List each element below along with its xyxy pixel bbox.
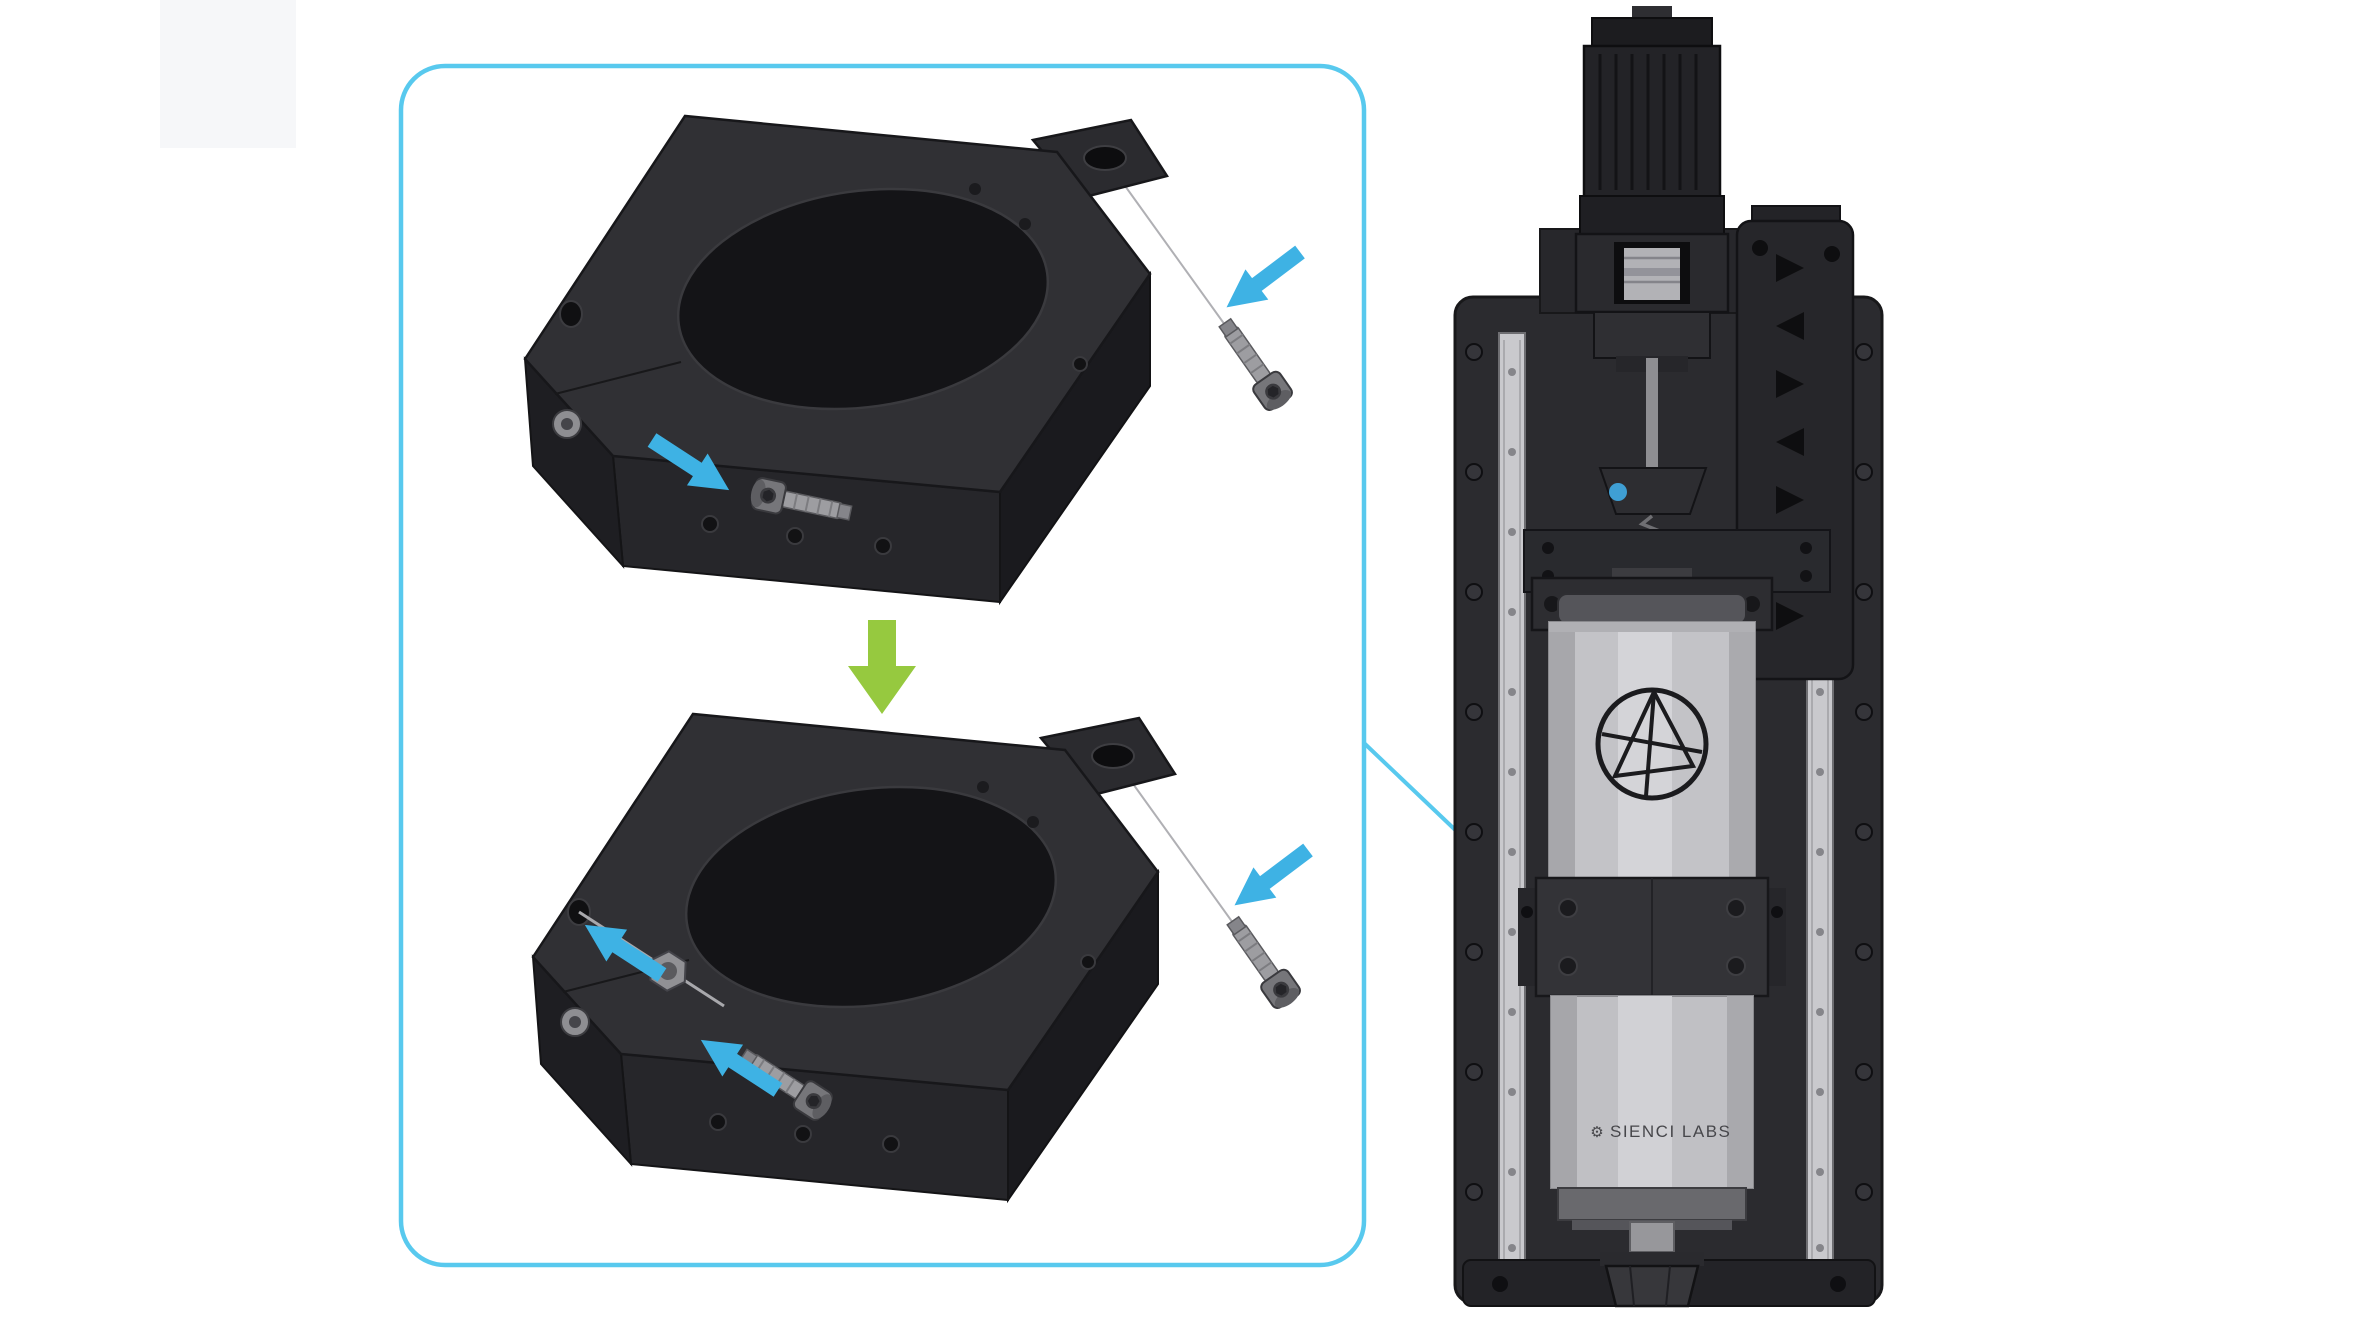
spindle-brand-label: SIENCI LABS bbox=[1610, 1122, 1731, 1141]
insertion-arrow-icon bbox=[1215, 236, 1312, 323]
motor-coupler bbox=[1574, 232, 1730, 314]
z-axis-assembly: ⚙ SIENCI LABS bbox=[1453, 6, 1884, 1308]
spindle-shaft bbox=[1629, 1221, 1675, 1253]
bolt-guide-line bbox=[1112, 755, 1252, 949]
bolt-guide-line bbox=[1104, 157, 1244, 351]
backlash-block bbox=[1598, 467, 1708, 515]
sienci-gear-icon: ⚙ bbox=[1590, 1123, 1603, 1141]
page-corner-artifact bbox=[160, 0, 296, 148]
instruction-callout-box bbox=[398, 63, 1367, 1268]
insertion-arrow-icon bbox=[1223, 834, 1320, 921]
blue-set-screw bbox=[1609, 483, 1627, 501]
collet-nut bbox=[1604, 1264, 1700, 1308]
clamp-bolt bbox=[1210, 312, 1298, 416]
left-linear-rail bbox=[1498, 332, 1526, 1282]
lead-screw bbox=[1646, 358, 1658, 470]
step-arrow-icon bbox=[848, 620, 916, 714]
spindle: ⚙ SIENCI LABS bbox=[1518, 568, 1786, 1308]
clamp-bolt bbox=[1218, 910, 1306, 1014]
clamp-step-1-illustration bbox=[523, 114, 1312, 604]
stepper-motor bbox=[1579, 6, 1725, 237]
spindle-clamp-block bbox=[1518, 876, 1786, 998]
clamp-step-2-illustration bbox=[531, 712, 1320, 1202]
frame-screws bbox=[1465, 343, 1873, 1201]
spindle-logo bbox=[1595, 687, 1709, 801]
